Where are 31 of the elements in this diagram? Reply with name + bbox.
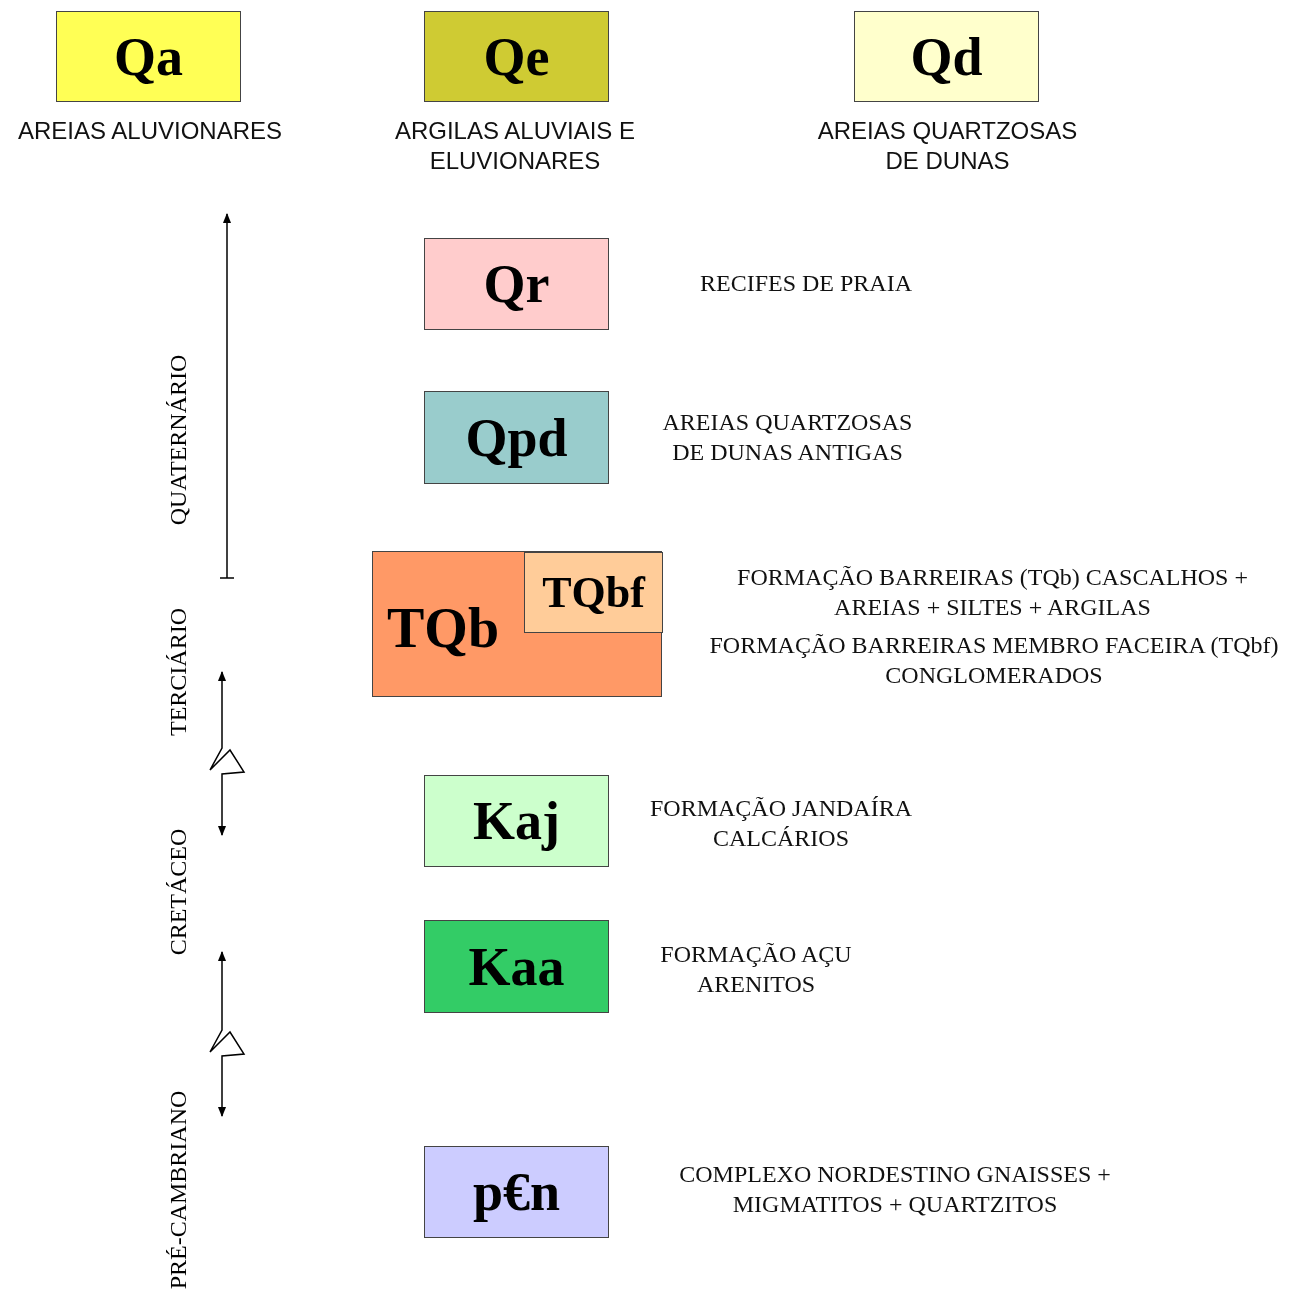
unit-description: AREIAS ALUVIONARES bbox=[16, 116, 284, 146]
unit-symbol: TQb bbox=[387, 600, 500, 656]
period-label: CRETÁCEO bbox=[164, 828, 192, 956]
unit-symbol: TQbf bbox=[542, 570, 645, 615]
period-label: TERCIÁRIO bbox=[164, 608, 192, 736]
legend-color-box bbox=[56, 11, 241, 102]
legend-color-box bbox=[424, 920, 609, 1013]
legend-color-box bbox=[854, 11, 1039, 102]
unit-description: FORMAÇÃO JANDAÍRA CALCÁRIOS bbox=[649, 794, 913, 853]
unit-symbol: Qr bbox=[483, 257, 550, 311]
unit-description: AREIAS QUARTZOSAS DE DUNAS bbox=[816, 116, 1079, 176]
unit-symbol: Qd bbox=[910, 29, 983, 84]
period-label: QUATERNÁRIO bbox=[164, 354, 192, 526]
legend-color-box bbox=[372, 551, 662, 697]
legend-color-box bbox=[424, 1146, 609, 1238]
legend-color-box bbox=[424, 775, 609, 867]
legend-color-box bbox=[424, 238, 609, 330]
unit-description: FORMAÇÃO AÇU ARENITOS bbox=[659, 940, 853, 999]
unit-symbol: Kaa bbox=[468, 939, 565, 994]
unit-description: AREIAS QUARTZOSAS DE DUNAS ANTIGAS bbox=[661, 408, 914, 467]
unit-description: ARGILAS ALUVIAIS E ELUVIONARES bbox=[393, 116, 637, 176]
unit-symbol: Qa bbox=[114, 29, 183, 84]
unit-description: FORMAÇÃO BARREIRAS (TQb) CASCALHOS + AREIAS + SILTES + ARGILAS bbox=[736, 563, 1249, 622]
legend-color-box bbox=[424, 11, 609, 102]
unit-description: FORMAÇÃO BARREIRAS MEMBRO FACEIRA (TQbf) CONGLOMERADOS bbox=[708, 631, 1280, 690]
unit-symbol: Qe bbox=[483, 29, 550, 84]
legend-color-box bbox=[524, 552, 663, 633]
period-label: PRÉ-CAMBRIANO bbox=[164, 1090, 192, 1290]
legend-color-box bbox=[424, 391, 609, 484]
unit-description: RECIFES DE PRAIA bbox=[700, 269, 914, 298]
unit-description: COMPLEXO NORDESTINO GNAISSES + MIGMATITOS + QUARTZITOS bbox=[678, 1160, 1112, 1219]
